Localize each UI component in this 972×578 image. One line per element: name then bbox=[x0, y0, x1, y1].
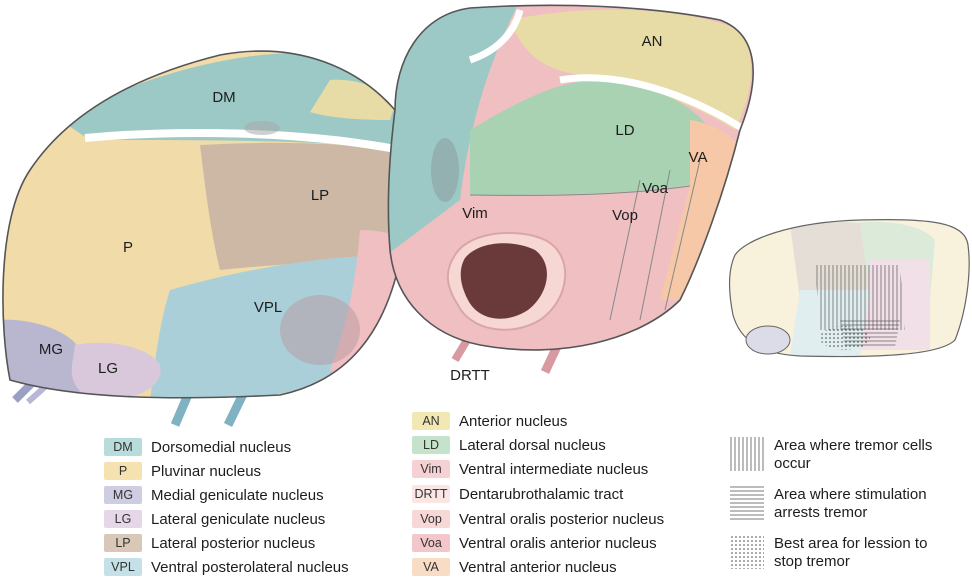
legend-item-Vim: Vim Ventral intermediate nucleus bbox=[412, 460, 648, 478]
legend-pattern-stimulation: Area where stimulation arrests tremor bbox=[730, 486, 944, 522]
label-Voa: Voa bbox=[642, 180, 669, 197]
legend-label: Dentarubrothalamic tract bbox=[459, 485, 624, 503]
legend-item-Vop: Vop Ventral oralis posterior nucleus bbox=[412, 510, 664, 528]
legend-label: Medial geniculate nucleus bbox=[151, 486, 324, 504]
legend-item-AN: AN Anterior nucleus bbox=[412, 412, 567, 430]
legend-label: Ventral anterior nucleus bbox=[459, 558, 617, 576]
legend-label: Pluvinar nucleus bbox=[151, 462, 262, 480]
legend-label: Ventral oralis posterior nucleus bbox=[459, 510, 665, 528]
label-DM: DM bbox=[212, 89, 235, 106]
legend-item-LP: LP Lateral posterior nucleus bbox=[104, 534, 315, 552]
legend-pattern-label: Best area for lession to stop tremor bbox=[774, 535, 928, 570]
label-Vop: Vop bbox=[612, 207, 638, 224]
legend-pattern-lesion: Best area for lession to stop tremor bbox=[730, 535, 944, 571]
legend-label: Anterior nucleus bbox=[459, 412, 568, 430]
legend-label: Lateral dorsal nucleus bbox=[459, 436, 606, 454]
legend-swatch: Vop bbox=[412, 510, 450, 528]
label-MG: MG bbox=[39, 341, 63, 358]
label-AN: AN bbox=[642, 33, 663, 50]
label-VPL: VPL bbox=[254, 299, 282, 316]
label-P: P bbox=[123, 239, 133, 256]
legend-item-DM: DM Dorsomedial nucleus bbox=[104, 438, 291, 456]
label-LG: LG bbox=[98, 360, 118, 377]
legend-item-VA: VA Ventral anterior nucleus bbox=[412, 558, 617, 576]
legend-label: Lateral posterior nucleus bbox=[151, 534, 316, 552]
legend-item-MG: MG Medial geniculate nucleus bbox=[104, 486, 324, 504]
label-VA: VA bbox=[689, 149, 708, 166]
legend-swatch: LD bbox=[412, 436, 450, 454]
label-LP: LP bbox=[311, 187, 329, 204]
label-Vim: Vim bbox=[462, 205, 488, 222]
legend-pattern-tremor-cells: Area where tremor cells occur bbox=[730, 437, 944, 473]
legend-item-DRTT: DRTT Dentarubrothalamic tract bbox=[412, 485, 623, 503]
legend-swatch: AN bbox=[412, 412, 450, 430]
legend-swatch: LG bbox=[104, 510, 142, 528]
legend-swatch: DRTT bbox=[412, 485, 450, 503]
legend-label: Dorsomedial nucleus bbox=[151, 438, 292, 456]
label-DRTT: DRTT bbox=[450, 367, 490, 384]
legend-label: Ventral oralis anterior nucleus bbox=[459, 534, 657, 552]
region-labels: DM LP P VPL MG LG AN LD VA Voa Vop Vim D… bbox=[39, 33, 708, 384]
legend-label: Ventral posterolateral nucleus bbox=[151, 558, 349, 576]
legend-swatch: MG bbox=[104, 486, 142, 504]
legend-item-VPL: VPL Ventral posterolateral nucleus bbox=[104, 558, 349, 576]
horizontal-lines-swatch bbox=[730, 486, 764, 520]
legend-label: Lateral geniculate nucleus bbox=[151, 510, 326, 528]
legend-label: Ventral intermediate nucleus bbox=[459, 460, 649, 478]
legend-item-P: P Pluvinar nucleus bbox=[104, 462, 261, 480]
legend-item-LD: LD Lateral dorsal nucleus bbox=[412, 436, 606, 454]
overview-thalamus bbox=[729, 219, 970, 357]
middle-thalamus bbox=[388, 5, 754, 350]
legend-swatch: LP bbox=[104, 534, 142, 552]
label-LD: LD bbox=[615, 122, 634, 139]
legend-pattern-label: Area where tremor cells occur bbox=[774, 437, 933, 472]
legend-swatch: P bbox=[104, 462, 142, 480]
legend-swatch: Voa bbox=[412, 534, 450, 552]
legend-item-Voa: Voa Ventral oralis anterior nucleus bbox=[412, 534, 657, 552]
legend-swatch: VPL bbox=[104, 558, 142, 576]
dots-swatch bbox=[730, 535, 764, 569]
vertical-lines-swatch bbox=[730, 437, 764, 471]
legend-swatch: VA bbox=[412, 558, 450, 576]
legend-item-LG: LG Lateral geniculate nucleus bbox=[104, 510, 325, 528]
legend-swatch: Vim bbox=[412, 460, 450, 478]
legend-pattern-label: Area where stimulation arrests tremor bbox=[774, 486, 927, 521]
legend-swatch: DM bbox=[104, 438, 142, 456]
